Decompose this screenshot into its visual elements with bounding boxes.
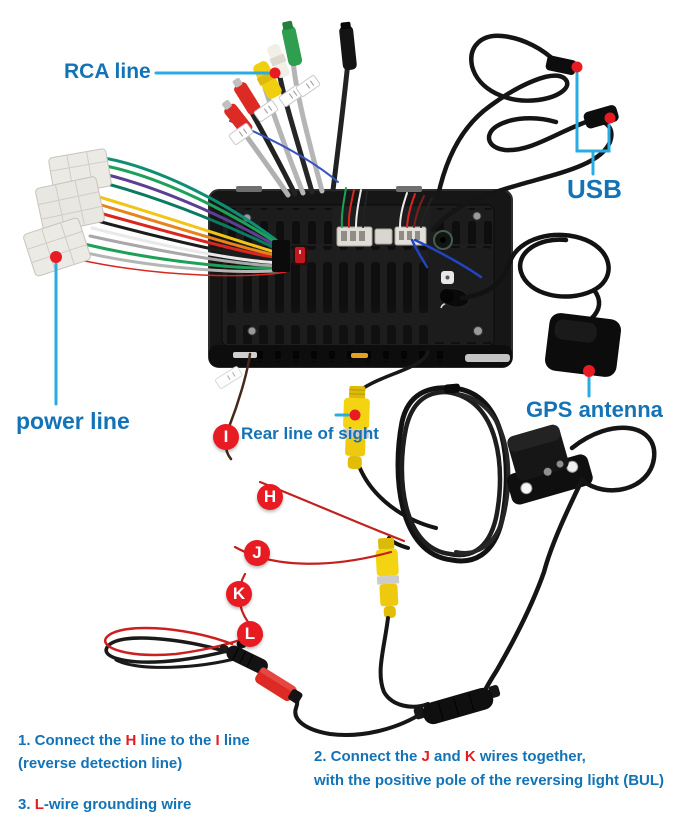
lower-cables [286, 616, 430, 738]
callout-leaders [50, 61, 616, 421]
marker-h: H [257, 484, 283, 510]
rca-coupler-yellow [375, 537, 400, 619]
rca-line-label: RCA line [64, 60, 151, 83]
power-connector-middle [35, 176, 105, 234]
camera-cable [479, 425, 657, 699]
callout-dot-usb-2 [604, 112, 616, 124]
ground-plug-red [255, 667, 303, 704]
usb-plug-1 [545, 55, 577, 76]
marker-i: I [213, 424, 239, 450]
antenna-connector-black [339, 21, 357, 71]
gps-jack [440, 288, 470, 308]
cable-tags [228, 75, 321, 145]
note-1: 1. Connect the H line to the I line (rev… [18, 729, 250, 775]
gps-antenna-assembly [459, 232, 622, 377]
panel-icon-dot [445, 275, 450, 280]
rear-line-of-sight-label: Rear line of sight [241, 424, 379, 443]
usb-label: USB [567, 174, 622, 204]
top-tab [236, 186, 262, 192]
brown-wire-tag [215, 366, 243, 389]
marker-j: J [244, 540, 270, 566]
callout-dot-usb-1 [571, 61, 583, 73]
gps-cable-tail [589, 287, 602, 321]
note-2: 2. Connect the J and K wires together, w… [314, 745, 664, 793]
bottom-tab [233, 352, 257, 358]
marker-k: K [226, 581, 252, 607]
av-connector-green [281, 20, 303, 67]
note-3: 3. L-wire grounding wire [18, 796, 191, 813]
gps-antenna-puck [544, 313, 622, 377]
ground-connector-black [219, 644, 268, 674]
note-2-line-1: 2. Connect the J and K wires together, [314, 748, 586, 765]
callout-dot-gps [583, 365, 595, 377]
video-out-wire [360, 350, 430, 391]
note-3-line-1: 3. L-wire grounding wire [18, 796, 192, 813]
harness-plug-on-unit [272, 240, 290, 272]
head-unit [208, 186, 513, 368]
power-switch [293, 245, 307, 265]
callout-dot-rca [269, 67, 281, 79]
power-harness [23, 148, 287, 277]
gps-cable [459, 232, 611, 301]
blue-wires [410, 238, 483, 279]
panel-screws [242, 211, 483, 336]
top-tab [396, 186, 422, 192]
socket-wire-stubs [340, 187, 433, 228]
note-2-line-2: with the positive pole of the reversing … [314, 772, 665, 789]
rca-connector-white [267, 43, 290, 78]
callout-dot-power [50, 251, 62, 263]
cable-tie [443, 383, 461, 394]
rear-camera [479, 424, 657, 699]
usb-cable-1 [435, 33, 570, 199]
power-wires [79, 156, 287, 277]
orange-slot [351, 353, 368, 358]
gps-antenna-label: GPS antenna [526, 397, 663, 422]
rca-connector-red-1 [232, 77, 261, 115]
marker-l: L [237, 621, 263, 647]
usb-cables [430, 33, 619, 233]
bottom-vent-slots [246, 351, 446, 362]
bottom-bracket [465, 354, 510, 362]
power-connector-bottom [23, 217, 91, 277]
ground-wire-assembly [103, 626, 246, 669]
heatsink-fins [227, 208, 333, 244]
note-1-line-1: 1. Connect the H line to the I line [18, 732, 250, 749]
callout-dot-rear-sight [349, 409, 361, 421]
note-1-line-2: (reverse detection line) [18, 755, 183, 772]
video-cable-coil [357, 383, 511, 564]
inline-connector [413, 684, 501, 725]
antenna-port [433, 230, 453, 250]
power-line-label: power line [16, 408, 130, 434]
